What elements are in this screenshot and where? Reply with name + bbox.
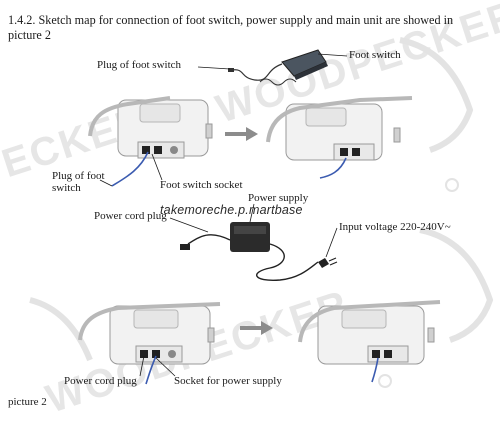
section-heading: 1.4.2. Sketch map for connection of foot…: [8, 13, 454, 42]
foot-switch-illustration: [228, 49, 328, 86]
woodpecker-logo-watermark: [29, 37, 494, 388]
picture-caption: picture 2: [8, 396, 47, 408]
main-unit-bottom-right: [298, 300, 441, 365]
label-power-cord-plug-bottom: Power cord plug: [64, 375, 137, 387]
label-power-supply: Power supply: [248, 192, 309, 204]
label-socket-for-power-supply: Socket for power supply: [174, 375, 282, 387]
label-foot-switch-socket: Foot switch socket: [160, 179, 243, 191]
main-unit-top-left: [88, 96, 213, 159]
watermark-url: takemoreche.p.martbase: [160, 203, 303, 217]
label-plug-of-foot-switch-left: Plug of foot switch: [52, 170, 105, 194]
power-supply-illustration: [180, 222, 338, 281]
label-foot-switch: Foot switch: [349, 49, 401, 61]
label-power-cord-plug-mid: Power cord plug: [94, 210, 167, 222]
label-input-voltage: Input voltage 220-240V~: [339, 221, 451, 233]
main-unit-bottom-left: [78, 302, 221, 365]
main-unit-top-right: [266, 96, 413, 161]
label-plug-of-foot-switch-top: Plug of foot switch: [97, 59, 182, 71]
